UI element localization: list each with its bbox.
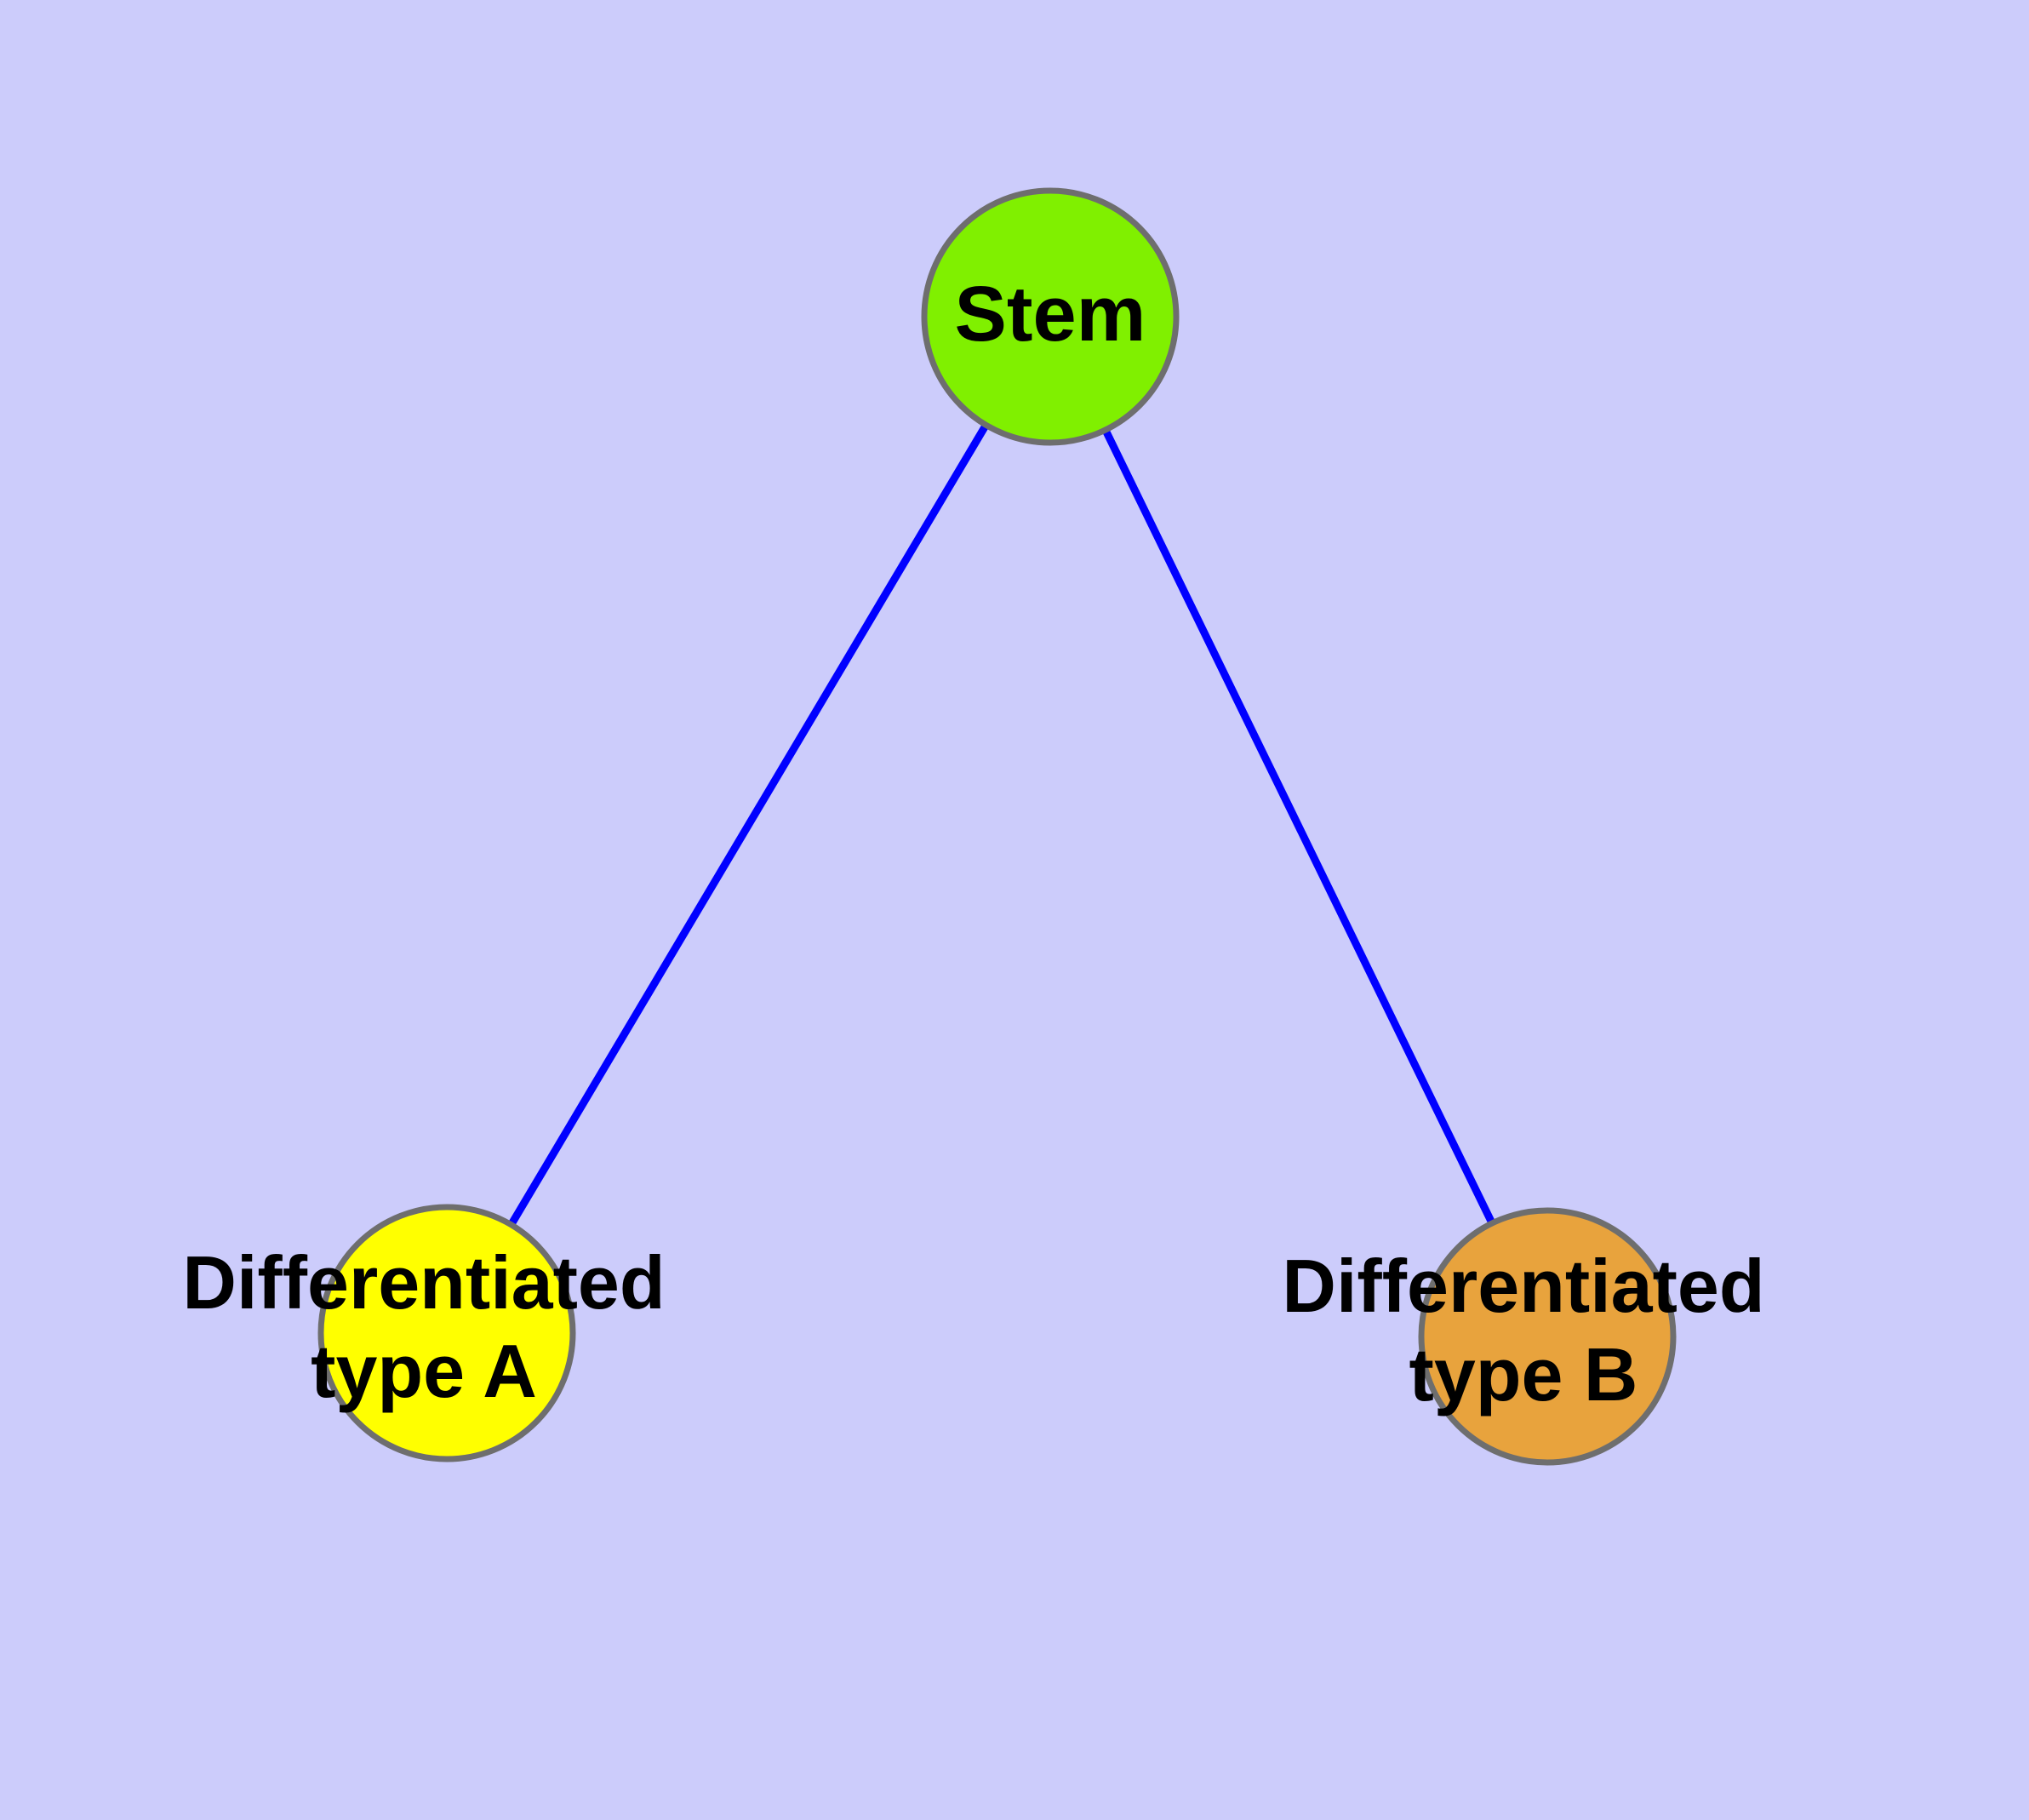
graph-node-stem[interactable]	[921, 187, 1180, 446]
graph-edge[interactable]	[1046, 315, 1552, 1338]
label-line: type A	[311, 1329, 537, 1413]
graph-node-diff_b[interactable]	[1418, 1207, 1677, 1466]
graph-edge[interactable]	[443, 314, 1054, 1336]
label-line: type B	[1409, 1332, 1638, 1417]
label-line: Differentiated	[1282, 1244, 1764, 1328]
edge-layer	[443, 314, 1552, 1338]
label-line: Stem	[955, 271, 1146, 358]
label-line: Differentiated	[182, 1240, 665, 1325]
graph-node-diff_a[interactable]	[317, 1204, 576, 1462]
graph-node-label-stem: Stem	[955, 271, 1146, 358]
